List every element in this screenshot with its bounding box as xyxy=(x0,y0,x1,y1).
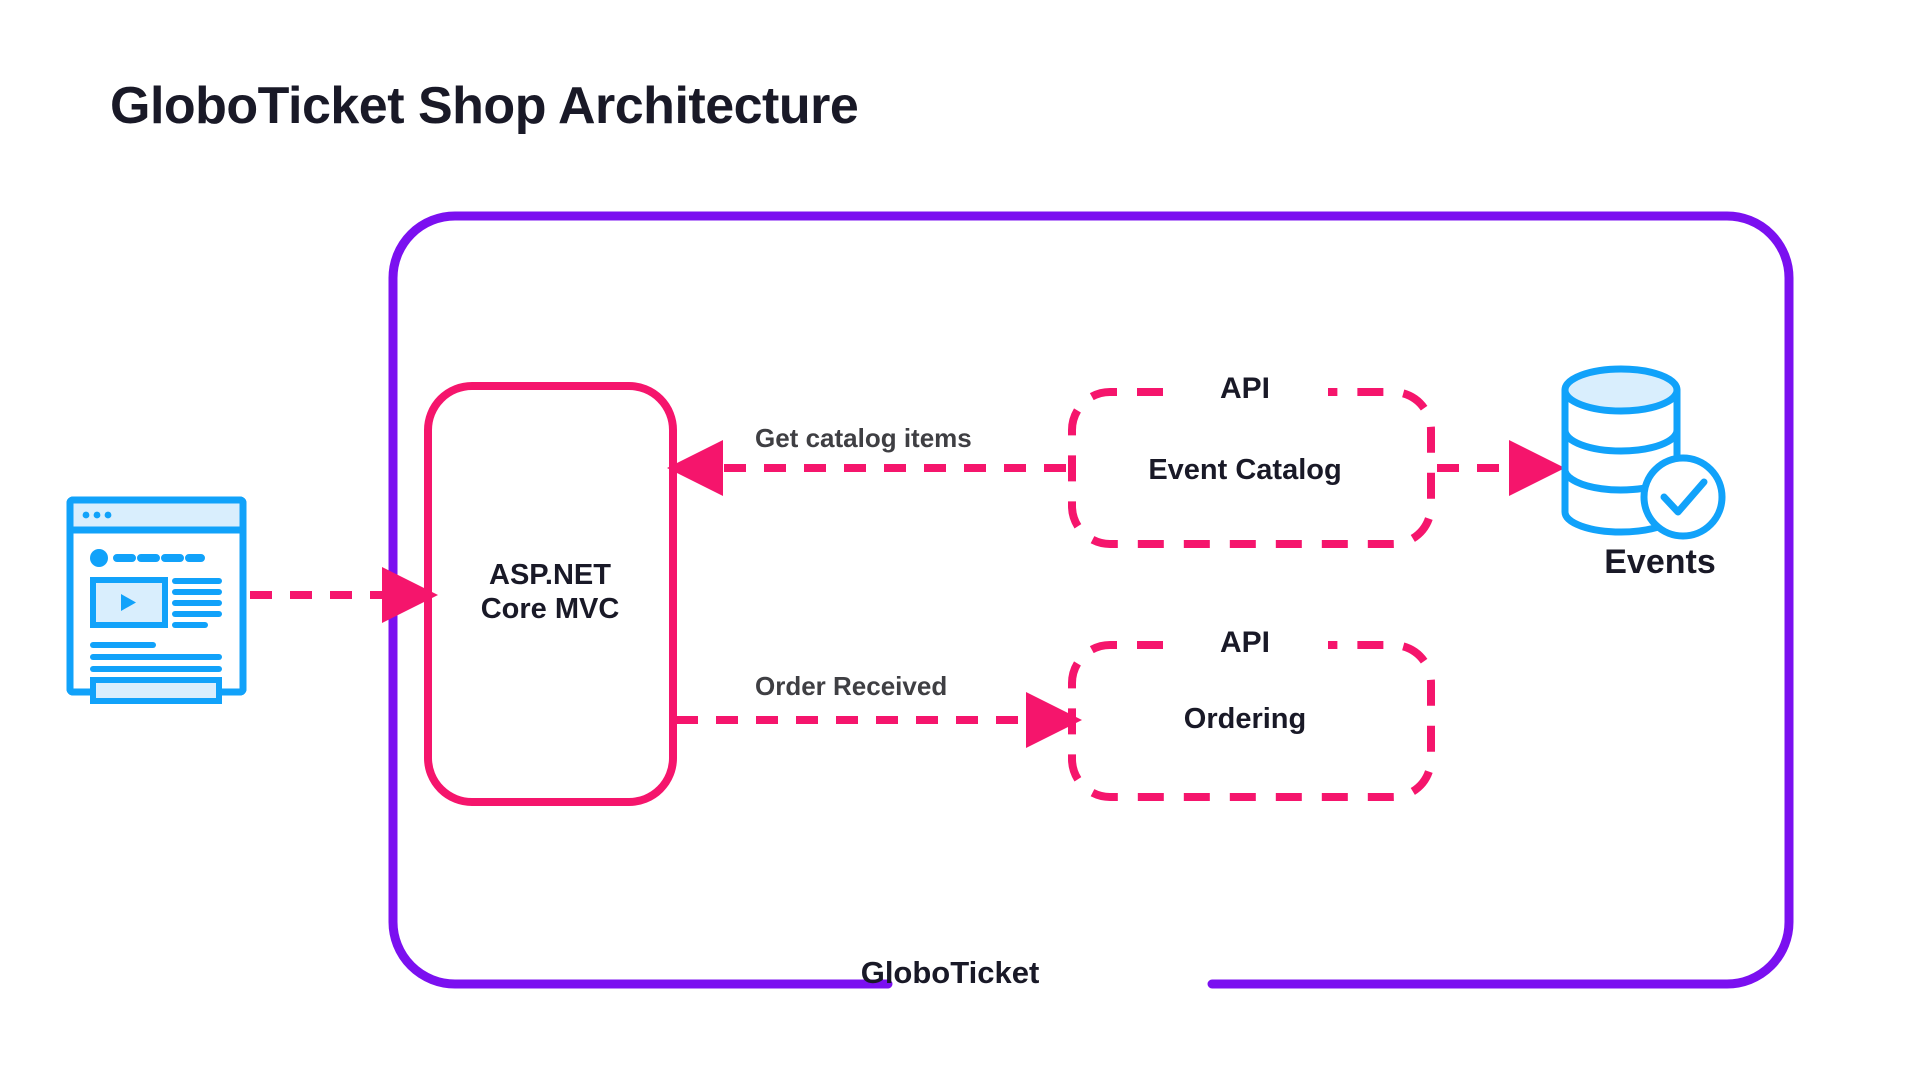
flow-label-get-catalog-items: Get catalog items xyxy=(755,423,972,453)
mvc-label-line2: Core MVC xyxy=(480,593,620,626)
database-check-icon xyxy=(1561,365,1726,540)
ordering-api-tag: API xyxy=(1219,626,1270,659)
mvc-label-line1: ASP.NET xyxy=(489,559,611,591)
boundary-label-globoticket: GloboTicket xyxy=(860,955,1040,990)
page-title: GloboTicket Shop Architecture xyxy=(110,77,859,135)
node-label-aspnet-core-mvc: ASP.NET Core MVC xyxy=(420,558,680,626)
node-label-events-db: Events xyxy=(1604,543,1716,581)
node-label-ordering: Ordering xyxy=(1183,703,1307,735)
flow-label-order-received: Order Received xyxy=(755,671,948,701)
node-label-event-catalog: Event Catalog xyxy=(1148,454,1342,486)
webpage-browser-icon xyxy=(66,496,247,704)
event-catalog-api-tag: API xyxy=(1219,372,1270,405)
